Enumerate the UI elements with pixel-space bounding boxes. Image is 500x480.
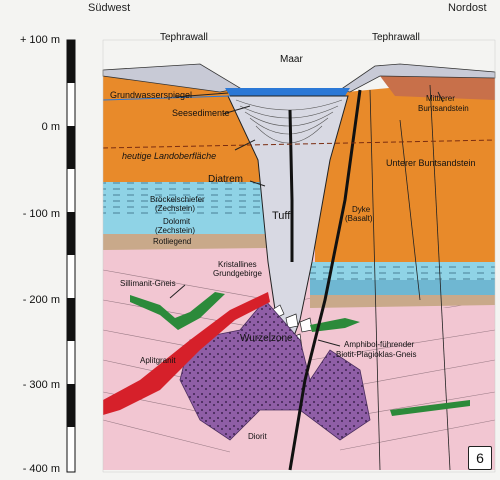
landoberflaeche-line — [102, 139, 496, 149]
scale-label-minus400: - 400 m — [22, 463, 60, 475]
label-maar: Maar — [280, 54, 303, 65]
label-mittlerer-1: Mittlerer — [426, 94, 455, 103]
label-dolomit-2: (Zechstein) — [155, 226, 196, 235]
label-sillimanit: Sillimanit-Gneis — [120, 279, 176, 288]
label-dyke-2: (Basalt) — [345, 214, 373, 223]
label-kristallines-1: Kristallines — [218, 260, 257, 269]
label-diatrem: Diatrem — [208, 174, 244, 185]
label-rotliegend: Rotliegend — [153, 237, 192, 246]
sillimanit-gneis — [130, 292, 225, 330]
label-aplitgranit: Aplitgranit — [140, 356, 176, 365]
label-unterer-buntsandstein: Unterer Buntsandstein — [386, 158, 476, 168]
label-amphibol-1: Amphibol-führender — [344, 340, 415, 349]
label-tephrawall-right: Tephrawall — [372, 32, 420, 43]
label-tuff: Tuff — [272, 210, 291, 222]
label-diorit: Diorit — [248, 432, 267, 441]
label-broeckelschiefer-1: Bröckelschiefer — [150, 195, 205, 204]
label-wurzelzone: Wurzelzone — [240, 333, 293, 344]
label-amphibol-2: Biotit-Plagioklas-Gneis — [336, 350, 417, 359]
dyke-basalt — [288, 89, 362, 471]
mittlerer-buntsandstein — [380, 74, 495, 100]
maar-lake — [225, 88, 350, 96]
scale-label-minus100: - 100 m — [22, 208, 60, 220]
header-left: Südwest — [88, 2, 131, 14]
label-grundwasserspiegel: Grundwasserspiegel — [110, 90, 193, 100]
label-kristallines-2: Grundgebirge — [213, 269, 262, 278]
label-mittlerer-2: Buntsandstein — [418, 104, 469, 113]
label-dolomit-1: Dolomit — [163, 217, 191, 226]
scale-label-minus200: - 200 m — [22, 294, 60, 306]
header-right: Nordost — [448, 2, 487, 14]
aplitgranit-body — [103, 292, 270, 415]
buntsandstein-left — [103, 76, 270, 182]
label-broeckelschiefer-2: (Zechstein) — [155, 204, 196, 213]
diorit-body — [179, 299, 371, 441]
label-tephrawall-left: Tephrawall — [160, 32, 208, 43]
dolomit-right — [310, 280, 495, 295]
seesedimente-lines — [235, 99, 343, 144]
scale-bar — [66, 39, 76, 473]
label-landoberflaeche: heutige Landoberfläche — [122, 151, 217, 161]
label-arrows — [169, 91, 444, 347]
dolomit-layer — [103, 214, 271, 234]
scale-label-0: 0 m — [41, 121, 60, 133]
scale-label-minus300: - 300 m — [22, 379, 60, 391]
scale-label-plus100: + 100 m — [19, 34, 60, 46]
label-dyke-1: Dyke — [352, 205, 371, 214]
buntsandstein-right — [315, 78, 495, 262]
label-seesedimente: Seesedimente — [172, 108, 230, 118]
rotliegend-layer — [103, 234, 270, 250]
figure-number-badge: 6 — [468, 446, 492, 470]
